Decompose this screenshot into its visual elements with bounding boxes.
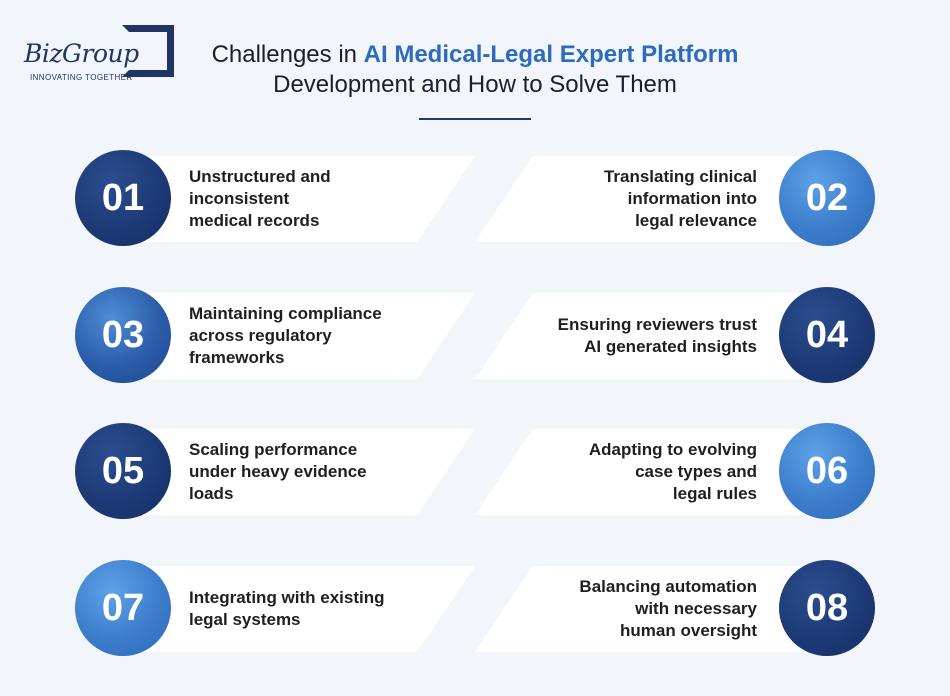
challenge-label: Balancing automation with necessary huma… [579, 577, 757, 640]
number-badge: 08 [779, 560, 875, 656]
page-title: Challenges in AI Medical-Legal Expert Pl… [0, 40, 950, 100]
logo-frame-mark [122, 25, 174, 77]
number-badge: 03 [75, 287, 171, 383]
challenge-card-08: 08 Balancing automation with necessary h… [465, 560, 875, 656]
challenge-card-03: 03 Maintaining compliance across regulat… [75, 287, 485, 383]
card-plate [135, 156, 475, 242]
challenge-text: Maintaining compliance across regulatory… [189, 293, 419, 379]
card-plate [135, 429, 475, 515]
number-badge: 01 [75, 150, 171, 246]
challenge-text: Ensuring reviewers trust AI generated in… [527, 293, 757, 379]
card-plate [475, 156, 815, 242]
card-plate [475, 566, 815, 652]
challenge-card-06: 06 Adapting to evolving case types and l… [465, 423, 875, 519]
challenge-text: Translating clinical information into le… [527, 156, 757, 242]
challenge-card-05: 05 Scaling performance under heavy evide… [75, 423, 485, 519]
challenge-card-07: 07 Integrating with existing legal syste… [75, 560, 485, 656]
logo-tagline: INNOVATING TOGETHER [30, 73, 133, 82]
title-line-1: Challenges in AI Medical-Legal Expert Pl… [0, 40, 950, 70]
challenge-label: Translating clinical information into le… [603, 167, 757, 230]
challenge-label: Adapting to evolving case types and lega… [588, 440, 757, 503]
challenge-card-01: 01 Unstructured and inconsistent medical… [75, 150, 485, 246]
challenge-label: Unstructured and inconsistent medical re… [189, 167, 331, 230]
challenge-text: Adapting to evolving case types and lega… [527, 429, 757, 515]
title-underline [419, 118, 531, 120]
card-plate [135, 566, 475, 652]
title-line-2: Development and How to Solve Them [273, 71, 677, 98]
number-badge: 04 [779, 287, 875, 383]
number-badge: 06 [779, 423, 875, 519]
challenge-label: Integrating with existing legal systems [189, 588, 385, 629]
title-highlight: AI Medical-Legal Expert Platform [363, 41, 739, 68]
number-badge: 07 [75, 560, 171, 656]
company-logo: BizGroup INNOVATING TOGETHER [24, 25, 174, 85]
card-plate [135, 293, 475, 379]
challenge-card-02: 02 Translating clinical information into… [465, 150, 875, 246]
number-badge: 05 [75, 423, 171, 519]
challenge-text: Unstructured and inconsistent medical re… [189, 156, 419, 242]
challenge-text: Balancing automation with necessary huma… [527, 566, 757, 652]
card-plate [475, 293, 815, 379]
challenge-label: Ensuring reviewers trust AI generated in… [557, 315, 757, 356]
title-prefix: Challenges in [211, 41, 364, 68]
challenge-label: Scaling performance under heavy evidence… [189, 440, 367, 503]
number-badge: 02 [779, 150, 875, 246]
challenge-label: Maintaining compliance across regulatory… [189, 304, 382, 367]
logo-wordmark: BizGroup [24, 39, 143, 68]
card-plate [475, 429, 815, 515]
challenge-text: Integrating with existing legal systems [189, 566, 419, 652]
challenge-card-04: 04 Ensuring reviewers trust AI generated… [465, 287, 875, 383]
challenge-text: Scaling performance under heavy evidence… [189, 429, 419, 515]
